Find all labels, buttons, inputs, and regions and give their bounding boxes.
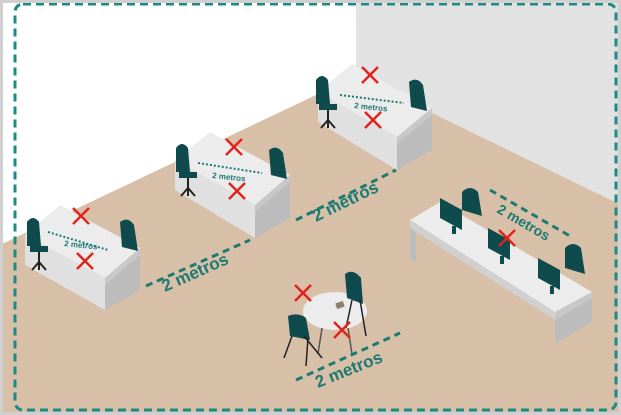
bench-table-leg-left (410, 228, 416, 262)
